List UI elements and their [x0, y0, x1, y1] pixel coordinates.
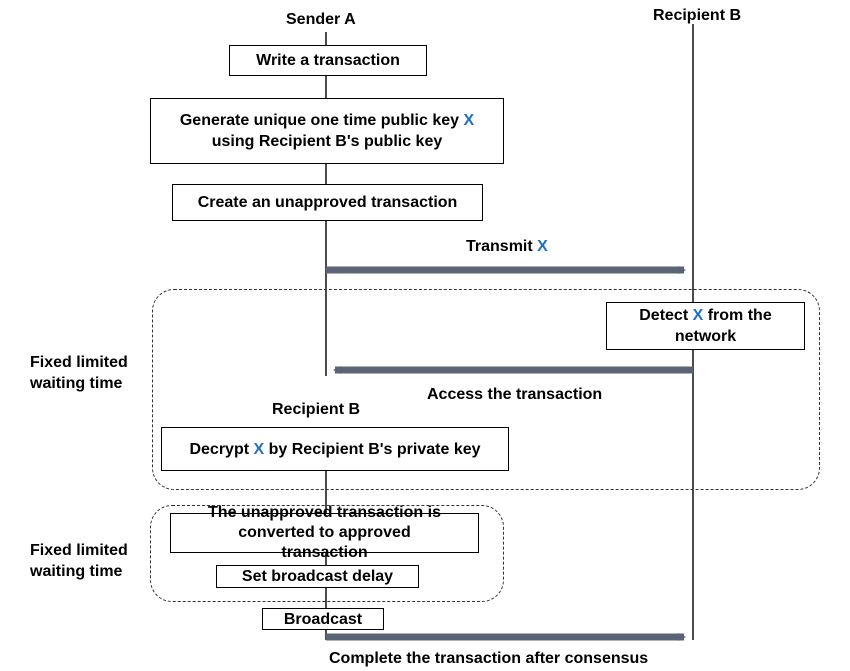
detect-text-post: from the network [674, 307, 772, 345]
broadcast-box: Broadcast [262, 608, 384, 630]
decrypt-text: Decrypt X by Recipient B's private key [189, 439, 480, 460]
decrypt-box: Decrypt X by Recipient B's private key [161, 427, 509, 471]
generate-key-line2: using Recipient B's public key [211, 133, 443, 150]
detect-box: Detect X from the network [606, 302, 805, 350]
region-2-label: Fixed limited waiting time [30, 542, 128, 580]
decrypt-text-pre: Decrypt [189, 440, 254, 458]
broadcast-delay-text: Set broadcast delay [241, 568, 394, 585]
create-unapproved-box: Create an unapproved transaction [172, 184, 483, 221]
sender-a-label: Sender A [286, 11, 356, 28]
broadcast-delay-box: Set broadcast delay [216, 565, 419, 588]
transmit-text: Transmit [466, 238, 538, 255]
recipient-b-mid-label: Recipient B [272, 401, 361, 418]
generate-key-text: Generate unique one time public key X us… [180, 110, 474, 152]
broadcast-text: Broadcast [283, 610, 363, 628]
detect-text: Detect X from the network [627, 305, 784, 347]
write-transaction-text: Write a transaction [256, 52, 400, 69]
write-transaction-box: Write a transaction [229, 45, 427, 76]
generate-key-box: Generate unique one time public key X us… [150, 98, 504, 164]
region-1-label: Fixed limited waiting time [30, 354, 128, 392]
recipient-b-label: Recipient B [653, 7, 742, 24]
waiting-region-2 [150, 505, 504, 602]
generate-key-line1: Generate unique one time public key [179, 112, 464, 129]
detect-text-pre: Detect [639, 307, 693, 324]
access-label: Access the transaction [427, 386, 603, 403]
generate-key-x: X [463, 112, 475, 129]
convert-box: The unapproved transaction is converted … [170, 504, 479, 561]
complete-label: Complete the transaction after consensus [329, 650, 649, 667]
waiting-region-1 [152, 289, 820, 490]
transmit-label: Transmit X [466, 236, 548, 257]
convert-text: The unapproved transaction is converted … [208, 504, 441, 561]
decrypt-x: X [253, 440, 265, 458]
detect-x: X [692, 307, 704, 324]
decrypt-text-post: by Recipient B's private key [264, 440, 481, 458]
transmit-x: X [537, 238, 548, 255]
create-unapproved-text: Create an unapproved transaction [197, 194, 458, 211]
